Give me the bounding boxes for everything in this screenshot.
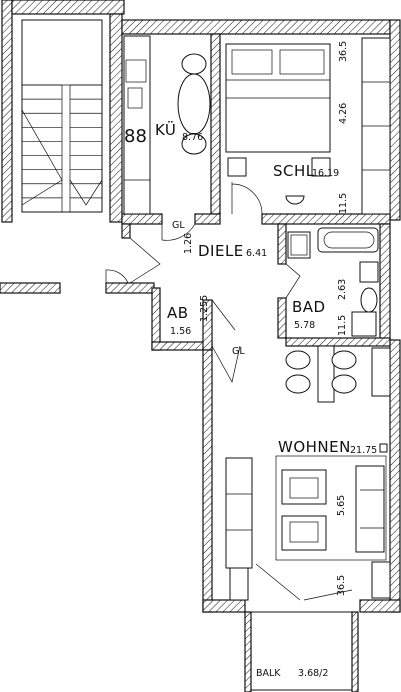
balcony-label: BALK [256,668,281,679]
bed-dimension-bottom: 11.5 [338,193,349,214]
bedroom-label: SCHL [273,162,315,180]
bath-dimension-bottom: 11.5 [337,315,348,336]
living-marker-icon [379,443,388,453]
bedroom-area: 16.19 [312,168,339,179]
kitchen-label: KÜ [155,120,176,139]
bathroom-area: 5.78 [294,320,315,331]
hall-area: 6.41 [246,248,267,259]
storage-label: AB [167,304,189,322]
storage-area: 1.56 [170,326,191,337]
walls [0,0,401,613]
bed-dimension-width: 4.26 [338,103,349,124]
balcony [244,611,359,692]
living-label: WOHNEN [278,438,351,456]
living-furniture [225,345,391,601]
storage-dimension: 1.255 [199,295,210,322]
hall-dimension: 1.26 [183,233,194,254]
bedroom-furniture [225,37,391,215]
hall-label: DIELE [198,242,244,260]
gl-mark-kitchen: GL [172,220,185,231]
bathroom-label: BAD [292,298,326,316]
gl-mark-hall: GL [232,346,245,357]
bed-dimension-top: 36.5 [338,41,349,62]
bath-dimension-width: 2.63 [337,279,348,300]
living-dimension-depth: 5.65 [336,495,347,516]
living-area: 21.75 [350,445,377,456]
staircase [21,19,103,213]
kitchen-fixtures: 88 [123,35,211,241]
bathroom-fixtures [287,227,379,337]
kitchen-area: 8.76 [182,132,203,143]
stove-icon: 88 [124,126,147,147]
living-dimension-bottom: 36.5 [336,575,347,596]
hall-doors [105,237,301,383]
balcony-area: 3.68/2 [298,668,328,679]
